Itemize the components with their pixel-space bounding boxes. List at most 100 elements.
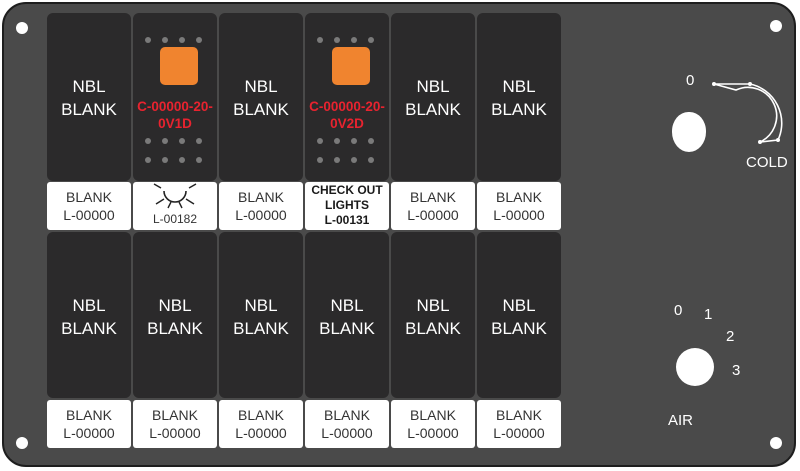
switch-r2c4[interactable]: NBL BLANK — [305, 232, 389, 398]
dot — [317, 37, 323, 43]
label-r2c1: BLANK L-00000 — [47, 400, 131, 448]
air-pos3-label: 3 — [732, 362, 741, 379]
label-line2: L-00000 — [407, 425, 459, 441]
dot — [145, 37, 151, 43]
control-panel: NBL BLANK C-00000-20- 0V1D — [2, 2, 796, 467]
switch-r2c3[interactable]: NBL BLANK — [219, 232, 303, 398]
label-r2c6: BLANK L-00000 — [477, 400, 561, 448]
switch-r2c6[interactable]: NBL BLANK — [477, 232, 561, 398]
switch-legend-line2: BLANK — [405, 319, 461, 338]
air-pos2-label: 2 — [726, 328, 735, 345]
switch-r1c6[interactable]: NBL BLANK — [477, 13, 561, 181]
dot — [317, 157, 323, 163]
air-title: AIR — [668, 412, 694, 429]
mounting-hole-top-left — [16, 22, 28, 34]
lamp-dots-bottom-2 — [145, 157, 205, 163]
label-line2: L-00000 — [63, 207, 115, 223]
switch-r2c5[interactable]: NBL BLANK — [391, 232, 475, 398]
switch-legend-line1: NBL — [244, 77, 278, 96]
dot — [317, 138, 323, 144]
label-line2: L-00000 — [149, 425, 201, 441]
switch-legend-line2: BLANK — [405, 100, 461, 119]
switch-r1c5[interactable]: NBL BLANK — [391, 13, 475, 181]
lamp-code-line2: 0V2D — [330, 116, 364, 131]
dot — [351, 157, 357, 163]
switch-r1c2-lamp1[interactable]: C-00000-20- 0V1D — [133, 13, 217, 181]
lamp-code: C-00000-20- 0V1D — [133, 98, 217, 132]
temperature-knob[interactable] — [672, 112, 706, 152]
dot — [368, 157, 374, 163]
switch-legend: NBL BLANK — [391, 294, 475, 340]
mounting-hole-top-right — [770, 20, 782, 32]
label-line2: L-00000 — [493, 425, 545, 441]
switch-legend-line2: BLANK — [319, 319, 375, 338]
label-line1: BLANK — [410, 407, 456, 423]
switch-legend-line2: BLANK — [61, 319, 117, 338]
dot — [196, 138, 202, 144]
label-line2: LIGHTS — [325, 198, 369, 212]
dot — [351, 37, 357, 43]
switch-r1c4-lamp2[interactable]: C-00000-20- 0V2D — [305, 13, 389, 181]
dot — [196, 157, 202, 163]
lamp-code-line2: 0V1D — [158, 116, 192, 131]
dot — [179, 157, 185, 163]
air-pos1-label: 1 — [704, 306, 713, 323]
dot — [162, 157, 168, 163]
switch-legend-line1: NBL — [244, 296, 278, 315]
lamp-code-line1: C-00000-20- — [309, 99, 385, 114]
switch-r2c2[interactable]: NBL BLANK — [133, 232, 217, 398]
switch-legend-line1: NBL — [72, 296, 106, 315]
label-r1c1: BLANK L-00000 — [47, 182, 131, 230]
switch-legend-line2: BLANK — [233, 319, 289, 338]
switch-legend-line2: BLANK — [491, 100, 547, 119]
switch-legend-line1: NBL — [502, 77, 536, 96]
lamp-dots-bottom-1 — [317, 138, 377, 144]
label-line1: BLANK — [496, 407, 542, 423]
label-r1c6: BLANK L-00000 — [477, 182, 561, 230]
label-line2: L-00000 — [493, 207, 545, 223]
label-line1: BLANK — [66, 407, 112, 423]
lamp-dots-bottom-2 — [317, 157, 377, 163]
dot — [179, 138, 185, 144]
air-pos0-label: 0 — [674, 302, 683, 319]
temp-zero-label: 0 — [686, 72, 695, 89]
label-r2c2: BLANK L-00000 — [133, 400, 217, 448]
dot — [162, 37, 168, 43]
switch-r1c1[interactable]: NBL BLANK — [47, 13, 131, 181]
label-line2: L-00000 — [235, 207, 287, 223]
lamp-dots-top — [145, 37, 205, 43]
dot — [351, 138, 357, 144]
switch-r1c3[interactable]: NBL BLANK — [219, 13, 303, 181]
dot — [179, 37, 185, 43]
dot — [196, 37, 202, 43]
dot — [334, 157, 340, 163]
switch-legend: NBL BLANK — [219, 294, 303, 340]
dot — [145, 157, 151, 163]
mounting-hole-bottom-right — [770, 437, 782, 449]
switch-legend: NBL BLANK — [477, 75, 561, 121]
label-line2: L-00000 — [321, 425, 373, 441]
switch-legend-line1: NBL — [502, 296, 536, 315]
switch-legend-line2: BLANK — [147, 319, 203, 338]
dot — [368, 37, 374, 43]
switch-legend: NBL BLANK — [477, 294, 561, 340]
air-knob[interactable] — [676, 348, 714, 386]
indicator-lamp — [332, 47, 370, 85]
light-burst-icon — [153, 183, 197, 209]
dot — [145, 138, 151, 144]
lamp-code: C-00000-20- 0V2D — [305, 98, 389, 132]
switch-r2c1[interactable]: NBL BLANK — [47, 232, 131, 398]
mounting-hole-bottom-left — [16, 437, 28, 449]
switch-legend-line2: BLANK — [233, 100, 289, 119]
indicator-lamp — [160, 47, 198, 85]
label-line1: BLANK — [66, 189, 112, 205]
switch-legend: NBL BLANK — [133, 294, 217, 340]
label-line2: L-00000 — [407, 207, 459, 223]
switch-legend-line1: NBL — [330, 296, 364, 315]
switch-legend-line1: NBL — [158, 296, 192, 315]
label-r1c3: BLANK L-00000 — [219, 182, 303, 230]
switch-legend: NBL BLANK — [47, 75, 131, 121]
label-r1c2: L-00182 — [133, 182, 217, 230]
dot — [334, 37, 340, 43]
lamp-dots-top — [317, 37, 377, 43]
